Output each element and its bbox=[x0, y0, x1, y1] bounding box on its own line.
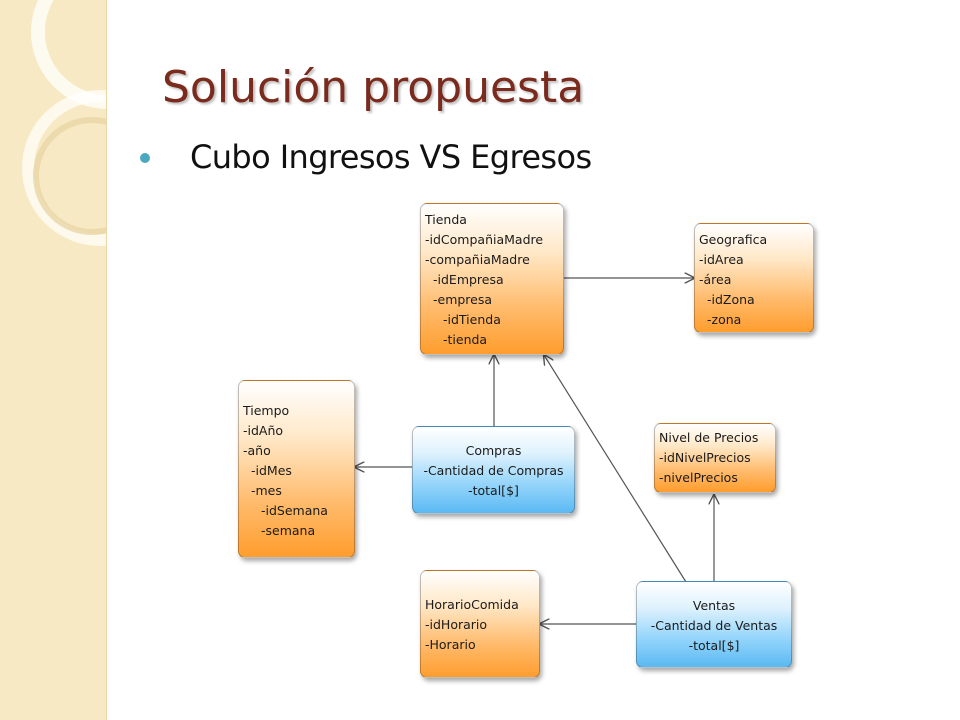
entity-field: -idCompañiaMadre bbox=[425, 232, 544, 247]
entity-tiempo: Tiempo -idAño -año -idMes -mes -idSemana… bbox=[238, 380, 355, 558]
fact-field: -Cantidad de Compras bbox=[423, 463, 564, 478]
entity-field: -idTienda bbox=[443, 312, 501, 327]
entity-field: -tienda bbox=[443, 332, 488, 347]
entity-field: -área bbox=[699, 272, 732, 287]
fact-title: Compras bbox=[465, 443, 522, 458]
entity-title: Geografica bbox=[699, 232, 768, 247]
connector-ventas-tienda bbox=[544, 355, 687, 583]
entity-field: -zona bbox=[707, 312, 742, 327]
entity-title: Nivel de Precios bbox=[659, 430, 759, 445]
side-decoration-band bbox=[0, 0, 107, 720]
entity-field: -idEmpresa bbox=[433, 272, 504, 287]
fact-compras: Compras -Cantidad de Compras -total[$] bbox=[412, 426, 575, 514]
entity-field: -compañiaMadre bbox=[425, 252, 530, 267]
fact-ventas: Ventas -Cantidad de Ventas -total[$] bbox=[636, 581, 792, 668]
fact-field: -total[$] bbox=[468, 483, 519, 498]
slide-title: Solución propuesta bbox=[162, 62, 585, 113]
entity-field: -idArea bbox=[699, 252, 744, 267]
entity-field: -nivelPrecios bbox=[659, 470, 738, 485]
entity-field: -semana bbox=[261, 523, 316, 538]
entity-geografica: Geografica -idArea -área -idZona -zona bbox=[694, 223, 814, 333]
entity-field: -idAño bbox=[243, 423, 284, 438]
entity-field: -idZona bbox=[707, 292, 755, 307]
fact-field: -Cantidad de Ventas bbox=[650, 618, 778, 633]
entity-field: -empresa bbox=[433, 292, 493, 307]
entity-field: -idNivelPrecios bbox=[659, 450, 751, 465]
entity-title: Tiempo bbox=[243, 403, 290, 418]
entity-field: -idSemana bbox=[261, 503, 328, 518]
entity-horario-comida: HorarioComida -idHorario -Horario bbox=[420, 570, 540, 678]
entity-title: HorarioComida bbox=[425, 597, 519, 612]
entity-field: -año bbox=[243, 443, 271, 458]
fact-field: -total[$] bbox=[688, 638, 740, 653]
entity-field: -idMes bbox=[251, 463, 292, 478]
bullet-dot bbox=[140, 153, 150, 163]
entity-field: -idHorario bbox=[425, 617, 488, 632]
entity-field: -Horario bbox=[425, 637, 476, 652]
entity-field: -mes bbox=[251, 483, 282, 498]
fact-title: Ventas bbox=[692, 598, 736, 613]
decorative-circles bbox=[22, 0, 106, 246]
entity-nivel-precios: Nivel de Precios -idNivelPrecios -nivelP… bbox=[654, 423, 776, 493]
entity-tienda: Tienda -idCompañiaMadre -compañiaMadre -… bbox=[420, 203, 564, 355]
bullet-text: Cubo Ingresos VS Egresos bbox=[190, 138, 592, 176]
entity-title: Tienda bbox=[425, 212, 467, 227]
